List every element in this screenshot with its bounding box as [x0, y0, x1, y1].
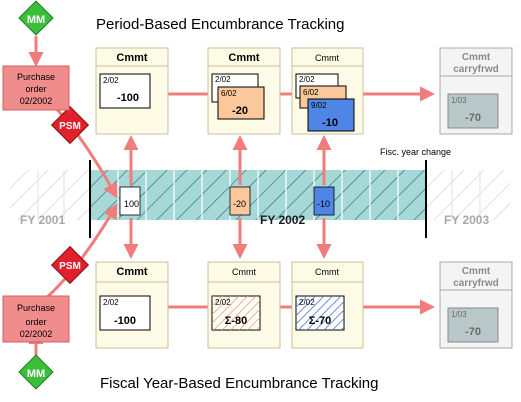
- purchase-order-bottom: Purchase order 02/2002: [2, 295, 70, 343]
- svg-text:-100: -100: [117, 92, 139, 104]
- svg-text:6/02: 6/02: [221, 89, 237, 98]
- purchase-order-top: Purchase order 02/2002: [2, 65, 70, 111]
- svg-text:2/02: 2/02: [299, 298, 315, 307]
- svg-text:Σ-80: Σ-80: [225, 315, 248, 327]
- svg-text:Cmmt: Cmmt: [116, 266, 148, 278]
- svg-text:PSM: PSM: [59, 261, 81, 272]
- svg-text:carryfrwd: carryfrwd: [453, 278, 499, 289]
- svg-text:-70: -70: [465, 326, 481, 338]
- svg-text:Cmmt: Cmmt: [315, 267, 339, 277]
- top-cmmt-panel-3: Cmmt 2/02 6/02 9/02 -10: [291, 47, 364, 135]
- svg-text:order: order: [25, 317, 46, 327]
- top-cmmt-panel-2: Cmmt 2/02 6/02 -20: [207, 47, 281, 135]
- svg-text:-10: -10: [317, 199, 330, 209]
- svg-text:02/2002: 02/2002: [20, 96, 53, 106]
- svg-text:2/02: 2/02: [215, 298, 231, 307]
- svg-text:2/02: 2/02: [215, 75, 231, 84]
- label-fiscal-year-change: Fisc. year change: [380, 147, 451, 157]
- svg-text:Cmmt: Cmmt: [116, 52, 148, 64]
- svg-text:Cmmt: Cmmt: [232, 267, 256, 277]
- bottom-cmmt-panel-1: Cmmt 2/02 -100: [95, 261, 169, 349]
- label-fy-2001: FY 2001: [20, 213, 65, 227]
- bottom-cmmt-carryforward-panel: Cmmt carryfrwd 1/03 -70: [439, 261, 513, 349]
- svg-text:100: 100: [124, 199, 139, 209]
- svg-text:PSM: PSM: [59, 121, 81, 132]
- bottom-cmmt-panel-2: Cmmt 2/02 Σ-80: [207, 261, 281, 349]
- svg-text:Purchase: Purchase: [17, 72, 55, 82]
- svg-text:Cmmt: Cmmt: [462, 266, 491, 277]
- svg-text:-70: -70: [465, 112, 481, 124]
- top-cmmt-carryforward-panel: Cmmt carryfrwd 1/03 -70: [439, 47, 513, 135]
- svg-text:Cmmt: Cmmt: [228, 52, 260, 64]
- svg-text:6/02: 6/02: [303, 88, 319, 97]
- svg-text:carryfrwd: carryfrwd: [453, 64, 499, 75]
- mm-badge-bottom: MM: [18, 354, 54, 390]
- timeline-band: [10, 160, 510, 238]
- label-fy-2002: FY 2002: [260, 213, 305, 227]
- svg-text:MM: MM: [27, 14, 45, 26]
- svg-text:02/2002: 02/2002: [20, 329, 53, 339]
- psm-badge-bottom: PSM: [50, 245, 90, 285]
- svg-text:Cmmt: Cmmt: [315, 53, 339, 63]
- svg-text:-20: -20: [232, 105, 248, 117]
- svg-text:Cmmt: Cmmt: [462, 52, 491, 63]
- svg-text:1/03: 1/03: [451, 96, 467, 105]
- svg-text:MM: MM: [27, 368, 45, 380]
- svg-text:2/02: 2/02: [103, 76, 119, 85]
- svg-text:1/03: 1/03: [451, 310, 467, 319]
- svg-text:order: order: [25, 84, 46, 94]
- bottom-cmmt-panel-3: Cmmt 2/02 Σ-70: [291, 261, 364, 349]
- top-cmmt-panel-1: Cmmt 2/02 -100: [95, 47, 169, 135]
- svg-text:-100: -100: [114, 315, 136, 327]
- timeline-marker-minus-10: -10: [313, 186, 335, 216]
- svg-text:-10: -10: [322, 117, 338, 129]
- mm-badge-top: MM: [18, 0, 54, 36]
- label-fy-2003: FY 2003: [444, 213, 489, 227]
- svg-text:-20: -20: [233, 199, 246, 209]
- timeline-marker-minus-20: -20: [229, 186, 251, 216]
- timeline-marker-100: 100: [119, 186, 141, 216]
- title-period-based: Period-Based Encumbrance Tracking: [96, 16, 344, 33]
- svg-text:Purchase: Purchase: [17, 303, 55, 313]
- title-fiscal-year-based: Fiscal Year-Based Encumbrance Tracking: [100, 375, 378, 392]
- svg-text:Σ-70: Σ-70: [309, 315, 332, 327]
- svg-text:9/02: 9/02: [311, 101, 327, 110]
- svg-text:2/02: 2/02: [103, 298, 119, 307]
- psm-badge-top: PSM: [50, 105, 90, 145]
- svg-text:2/02: 2/02: [299, 75, 315, 84]
